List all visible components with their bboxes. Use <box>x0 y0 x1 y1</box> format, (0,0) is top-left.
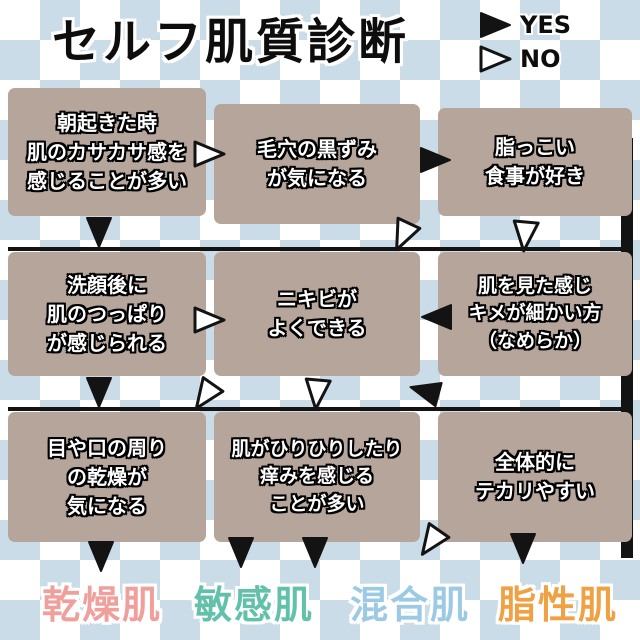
question-box-pore-darkening: 毛穴の黒ずみ が気になる <box>214 104 420 224</box>
result-label-combination-skin: 混合肌 <box>350 583 471 627</box>
legend: YES NO <box>478 8 571 76</box>
yes-arrow-box2-to-box3 <box>420 147 451 173</box>
no-arrow-box5-to-box8 <box>304 377 332 411</box>
no-arrow-to-combination-skin <box>420 522 451 556</box>
yes-arrow-to-sensitive-skin <box>228 537 254 568</box>
yes-arrow-box1-to-box4 <box>86 217 112 248</box>
yes-arrow-box8-down <box>302 537 328 568</box>
question-box-eye-mouth-dry: 目や口の周り の乾燥が 気になる <box>8 412 206 542</box>
question-box-stinging-itch: 肌がひりひりしたり 痒みを感じる ことが多い <box>214 412 420 542</box>
no-arrow-box2-down <box>395 216 422 252</box>
question-box-acne: ニキビが よくできる <box>214 252 420 376</box>
no-arrow-box4-to-box5 <box>193 306 226 334</box>
yes-arrow-box6-to-box8 <box>409 382 443 408</box>
yes-arrow-to-dry-skin <box>88 541 114 572</box>
yes-arrow-box6-to-box5 <box>421 304 452 330</box>
question-box-overall-shiny: 全体的に テカリやすい <box>438 412 632 542</box>
question-text: 目や口の周り の乾燥が 気になる <box>47 435 167 518</box>
question-text: 毛穴の黒ずみ が気になる <box>257 137 377 190</box>
legend-yes-row: YES <box>478 8 571 42</box>
row3-top-line <box>8 407 632 411</box>
question-box-fine-texture: 肌を見た感じ キメが細かい方 （なめらか） <box>438 252 632 376</box>
legend-yes-label: YES <box>520 11 572 39</box>
question-text: 肌がひりひりしたり 痒みを感じる ことが多い <box>231 437 403 515</box>
question-text: 全体的に テカリやすい <box>475 450 595 503</box>
question-text: 脂っこい 食事が好き <box>485 135 585 188</box>
legend-no-row: NO <box>478 42 571 76</box>
row2-top-line <box>8 247 632 251</box>
question-text: 洗顔後に 肌のつっぱり が感じられる <box>47 272 167 355</box>
question-box-tight-after-wash: 洗顔後に 肌のつっぱり が感じられる <box>8 252 206 376</box>
question-box-morning-dry: 朝起きた時 肌のカサカサ感を 感じることが多い <box>8 88 206 216</box>
question-text: 肌を見た感じ キメが細かい方 （なめらか） <box>468 274 602 352</box>
legend-no-label: NO <box>520 45 561 73</box>
yes-arrow-to-oily-skin <box>510 533 536 564</box>
result-label-sensitive-skin: 敏感肌 <box>194 583 315 627</box>
no-arrow-box1-to-box2 <box>193 140 226 168</box>
question-box-oily-food: 脂っこい 食事が好き <box>438 108 632 216</box>
result-label-dry-skin: 乾燥肌 <box>42 583 163 627</box>
no-arrow-box5-to-box7 <box>194 376 225 410</box>
question-text: ニキビが よくできる <box>267 287 367 340</box>
no-arrow-icon <box>479 45 512 73</box>
page-title: セルフ肌質診断 <box>52 14 410 70</box>
question-text: 朝起きた時 肌のカサカサ感を 感じることが多い <box>27 110 187 193</box>
result-label-oily-skin: 脂性肌 <box>498 583 619 627</box>
no-arrow-box3-to-box6 <box>512 219 540 253</box>
yes-arrow-icon <box>480 12 511 38</box>
yes-arrow-box4-to-box7 <box>86 377 112 408</box>
